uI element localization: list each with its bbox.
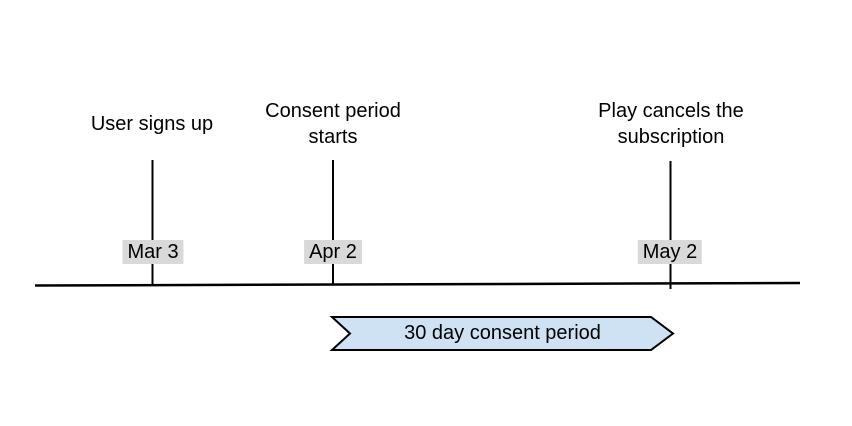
date-label-may-2: May 2 bbox=[637, 240, 703, 264]
date-label-apr-2: Apr 2 bbox=[304, 240, 362, 264]
event-title-text: Consent period starts bbox=[265, 100, 401, 148]
event-title-text: User signs up bbox=[90, 113, 214, 135]
event-title-user-signs-up: User signs up bbox=[42, 98, 262, 150]
consent-period-arrow-label: 30 day consent period bbox=[404, 322, 601, 344]
event-title-text: Play cancels the subscription bbox=[598, 100, 744, 148]
date-label-mar-3: Mar 3 bbox=[122, 240, 184, 264]
event-title-play-cancels-subscription: Play cancels the subscription bbox=[561, 98, 781, 150]
consent-period-arrow-shape bbox=[329, 316, 675, 351]
timeline-axis-line bbox=[34, 281, 801, 287]
event-title-consent-period-starts: Consent period starts bbox=[223, 98, 443, 150]
